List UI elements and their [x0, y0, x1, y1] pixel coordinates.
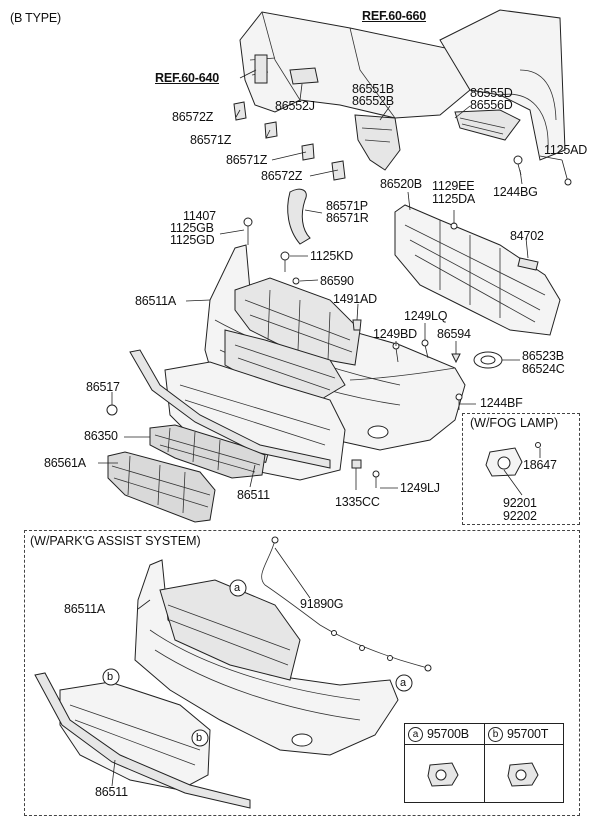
- clip-86572Z-upper: [233, 101, 247, 121]
- label-86511: 86511: [237, 488, 270, 502]
- callout-b-upper: [102, 668, 120, 686]
- label-86523B: 86523B: [522, 349, 564, 363]
- legend-a-code: 95700B: [427, 727, 469, 741]
- label-86571Z-upper: 86571Z: [190, 133, 232, 147]
- fog-lamp: [485, 442, 541, 477]
- clip-86572Z-lower: [331, 160, 346, 181]
- label-86511-park: 86511: [95, 785, 128, 799]
- label-1125GD: 1125GD: [170, 233, 215, 247]
- fastener-86517: [106, 404, 118, 416]
- label-18647: 18647: [523, 458, 557, 472]
- label-1129EE: 1129EE: [432, 179, 475, 193]
- callout-a-upper-letter: a: [234, 582, 240, 594]
- label-1491AD: 1491AD: [333, 292, 377, 306]
- park-skid-plate: [59, 681, 211, 791]
- bumper-support: [234, 277, 361, 366]
- bolt-1249LJ: [372, 470, 380, 488]
- bracket-86523B: [473, 351, 503, 369]
- legend-a-circle: a: [408, 727, 423, 742]
- label-1244BG: 1244BG: [493, 185, 538, 199]
- label-1249BD: 1249BD: [373, 327, 417, 341]
- label-1249LQ: 1249LQ: [404, 309, 448, 323]
- label-86517: 86517: [86, 380, 120, 394]
- park-trim-strip: [34, 672, 251, 809]
- wiring-harness-91890G: [261, 536, 432, 672]
- label-1249LJ: 1249LJ: [400, 481, 440, 495]
- label-86350: 86350: [84, 429, 118, 443]
- sensor-legend-box: a 95700B b 95700T: [404, 723, 564, 803]
- callout-a-lower-letter: a: [400, 677, 406, 689]
- leader-lines: [98, 69, 563, 787]
- label-11407: 11407: [183, 209, 216, 223]
- label-86520B: 86520B: [380, 177, 422, 191]
- legend-divider: [484, 724, 485, 802]
- bolt-1244BG: [513, 155, 523, 176]
- label-86551B: 86551B: [352, 82, 394, 96]
- label-92202: 92202: [503, 509, 537, 523]
- bolt-1125AD: [561, 159, 572, 186]
- energy-absorber: [394, 204, 561, 336]
- clip-86571Z-lower: [301, 143, 315, 161]
- label-86561A: 86561A: [44, 456, 86, 470]
- label-84702: 84702: [510, 229, 544, 243]
- legend-b-code: 95700T: [507, 727, 549, 741]
- label-86571Z-lower: 86571Z: [226, 153, 268, 167]
- bolt-1244BF: [455, 393, 463, 410]
- callout-a-lower: [395, 674, 413, 692]
- diagram-type-title: (B TYPE): [10, 11, 61, 25]
- clip-86590: [292, 277, 300, 285]
- bolt-1125KD: [280, 251, 290, 272]
- callout-b-upper-letter: b: [107, 671, 113, 683]
- label-92201: 92201: [503, 496, 537, 510]
- sensor-95700T-icon: [507, 762, 539, 787]
- ref-60-660-link[interactable]: REF.60-660: [362, 9, 427, 23]
- bolt-11407: [243, 217, 253, 245]
- label-86572Z-upper: 86572Z: [172, 110, 214, 124]
- center-brackets: [289, 67, 401, 171]
- label-86511A: 86511A: [135, 294, 176, 308]
- label-1125KD: 1125KD: [310, 249, 354, 263]
- label-86511A-park: 86511A: [64, 602, 105, 616]
- park-assist-box-title: (W/PARK'G ASSIST SYSTEM): [30, 534, 201, 548]
- grille-86350: [149, 424, 266, 479]
- label-1125AD: 1125AD: [544, 143, 588, 157]
- label-1244BF: 1244BF: [480, 396, 523, 410]
- grille-86561A: [107, 451, 216, 523]
- fog-lamp-box: [462, 413, 580, 525]
- label-91890G: 91890G: [300, 597, 344, 611]
- label-86594: 86594: [437, 327, 471, 341]
- label-86590: 86590: [320, 274, 354, 288]
- label-86555D: 86555D: [470, 86, 513, 100]
- label-1125GB: 1125GB: [170, 221, 214, 235]
- clip-1491AD: [352, 319, 362, 331]
- callout-b-lower-letter: b: [196, 732, 202, 744]
- bracket-86571P: [287, 188, 311, 245]
- callout-b-lower: [191, 729, 209, 747]
- callout-a-upper: [229, 579, 247, 597]
- label-86552B: 86552B: [352, 94, 394, 108]
- park-assist-box: [24, 530, 580, 816]
- trim-strip-86517: [129, 349, 331, 469]
- label-86572Z-lower: 86572Z: [261, 169, 303, 183]
- label-86556D: 86556D: [470, 98, 513, 112]
- bolt-1335CC: [351, 459, 362, 469]
- fog-lamp-box-title: (W/FOG LAMP): [470, 416, 559, 430]
- sensor-95700B-icon: [427, 762, 459, 787]
- label-86524C: 86524C: [522, 362, 565, 376]
- fender-ref-660: [439, 9, 566, 161]
- park-bumper-support: [159, 579, 301, 681]
- label-plate-84702: [517, 257, 539, 271]
- label-1335CC: 1335CC: [335, 495, 380, 509]
- fender-liner: [454, 109, 521, 141]
- label-86552J: 86552J: [275, 99, 315, 113]
- label-86571R: 86571R: [326, 211, 369, 225]
- clip-86594: [451, 353, 461, 364]
- label-86571P: 86571P: [326, 199, 368, 213]
- label-1125DA: 1125DA: [432, 192, 476, 206]
- ref-60-640-link[interactable]: REF.60-640: [155, 71, 220, 85]
- legend-b-circle: b: [488, 727, 503, 742]
